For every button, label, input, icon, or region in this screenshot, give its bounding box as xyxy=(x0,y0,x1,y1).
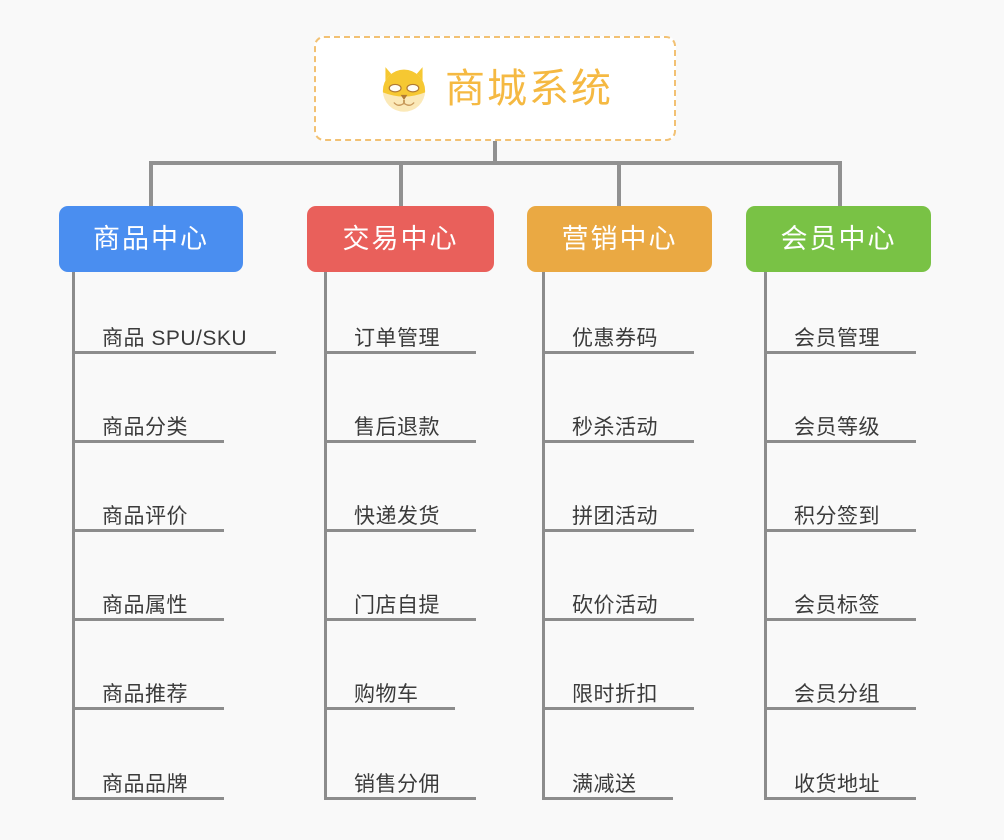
leaf-label: 收货地址 xyxy=(794,773,880,796)
leaf-label: 优惠券码 xyxy=(572,327,658,350)
leaf-label: 拼团活动 xyxy=(572,505,658,528)
root-title: 商城系统 xyxy=(445,66,613,111)
leaf-label: 商品评价 xyxy=(102,505,188,528)
leaf-item[interactable]: 限时折扣 xyxy=(542,684,694,710)
leaf-label: 商品分类 xyxy=(102,416,188,439)
connector-root-stem xyxy=(493,141,497,164)
column-trunk xyxy=(324,272,327,800)
leaf-item[interactable]: 购物车 xyxy=(324,684,455,710)
leaf-item[interactable]: 商品推荐 xyxy=(72,684,224,710)
connector-drop-2 xyxy=(399,161,403,206)
root-node[interactable]: 商城系统 xyxy=(314,36,676,141)
category-label: 交易中心 xyxy=(342,223,459,254)
leaf-item[interactable]: 商品品牌 xyxy=(72,774,224,800)
leaf-label: 会员等级 xyxy=(794,416,880,439)
connector-drop-1 xyxy=(149,161,153,206)
leaf-label: 商品 SPU/SKU xyxy=(102,327,248,350)
leaf-item[interactable]: 优惠券码 xyxy=(542,328,694,354)
connector-bus xyxy=(149,161,842,165)
leaf-item[interactable]: 门店自提 xyxy=(324,595,476,621)
leaf-label: 限时折扣 xyxy=(572,683,658,706)
leaf-item[interactable]: 秒杀活动 xyxy=(542,417,694,443)
leaf-item[interactable]: 商品属性 xyxy=(72,595,224,621)
dog-face-icon xyxy=(382,66,426,112)
leaf-label: 售后退款 xyxy=(354,416,440,439)
leaf-label: 积分签到 xyxy=(794,505,880,528)
category-header-trade-center[interactable]: 交易中心 xyxy=(307,206,494,272)
leaf-label: 快递发货 xyxy=(354,505,440,528)
leaf-label: 购物车 xyxy=(354,683,419,706)
leaf-item[interactable]: 会员等级 xyxy=(764,417,916,443)
leaf-item[interactable]: 会员管理 xyxy=(764,328,916,354)
column-trunk xyxy=(764,272,767,800)
leaf-label: 销售分佣 xyxy=(354,773,440,796)
leaf-label: 商品推荐 xyxy=(102,683,188,706)
leaf-item[interactable]: 砍价活动 xyxy=(542,595,694,621)
column-trunk xyxy=(542,272,545,800)
leaf-item[interactable]: 积分签到 xyxy=(764,506,916,532)
leaf-item[interactable]: 售后退款 xyxy=(324,417,476,443)
connector-drop-4 xyxy=(838,161,842,206)
leaf-label: 满减送 xyxy=(572,773,637,796)
leaf-label: 会员标签 xyxy=(794,594,880,617)
leaf-label: 商品品牌 xyxy=(102,773,188,796)
category-label: 会员中心 xyxy=(780,223,897,254)
category-label: 营销中心 xyxy=(561,223,678,254)
leaf-item[interactable]: 订单管理 xyxy=(324,328,476,354)
leaf-item[interactable]: 会员标签 xyxy=(764,595,916,621)
leaf-item[interactable]: 收货地址 xyxy=(764,774,916,800)
leaf-item[interactable]: 商品分类 xyxy=(72,417,224,443)
leaf-label: 商品属性 xyxy=(102,594,188,617)
leaf-item[interactable]: 会员分组 xyxy=(764,684,916,710)
leaf-item[interactable]: 商品评价 xyxy=(72,506,224,532)
leaf-item[interactable]: 满减送 xyxy=(542,774,673,800)
leaf-item[interactable]: 快递发货 xyxy=(324,506,476,532)
category-header-marketing-center[interactable]: 营销中心 xyxy=(527,206,712,272)
leaf-label: 会员管理 xyxy=(794,327,880,350)
leaf-label: 秒杀活动 xyxy=(572,416,658,439)
column-trunk xyxy=(72,272,75,800)
leaf-label: 砍价活动 xyxy=(572,594,658,617)
category-header-product-center[interactable]: 商品中心 xyxy=(59,206,243,272)
leaf-label: 订单管理 xyxy=(354,327,440,350)
connector-drop-3 xyxy=(617,161,621,206)
leaf-item[interactable]: 商品 SPU/SKU xyxy=(72,328,276,354)
leaf-label: 会员分组 xyxy=(794,683,880,706)
leaf-item[interactable]: 拼团活动 xyxy=(542,506,694,532)
leaf-label: 门店自提 xyxy=(354,594,440,617)
category-header-member-center[interactable]: 会员中心 xyxy=(746,206,931,272)
category-label: 商品中心 xyxy=(93,223,209,254)
leaf-item[interactable]: 销售分佣 xyxy=(324,774,476,800)
